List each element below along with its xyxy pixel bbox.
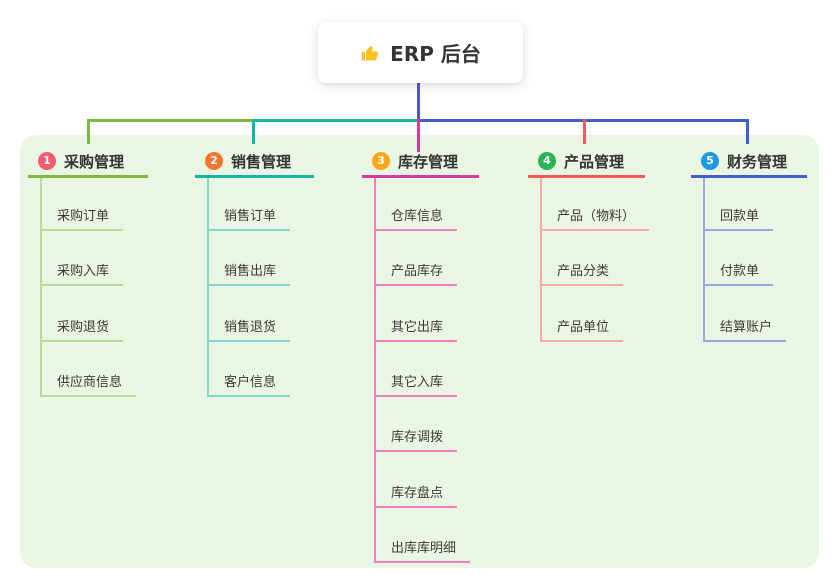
child-node-label: 销售退货 [224,320,277,335]
child-node[interactable]: 供应商信息 [40,367,137,397]
branch-number-badge: 5 [701,151,719,170]
root-node[interactable]: ERP 后台 [318,22,523,83]
child-node[interactable]: 库存盘点 [374,478,458,508]
branch-child-spine-5 [703,178,705,342]
branch-drop-line-3 [417,119,420,152]
branch-number-badge: 3 [372,151,390,170]
child-node-label: 产品分类 [557,264,610,279]
branch-child-spine-2 [207,178,209,397]
branch-number-badge: 1 [38,151,56,170]
child-node-label: 供应商信息 [57,375,123,390]
child-node-label: 其它出库 [391,320,444,335]
root-node-label: ERP 后台 [390,42,481,66]
child-node[interactable]: 回款单 [703,201,774,231]
child-node-label: 销售出库 [224,264,277,279]
child-node[interactable]: 客户信息 [207,367,291,397]
child-node-label: 付款单 [720,264,760,279]
child-node[interactable]: 结算账户 [703,312,787,342]
child-node-label: 回款单 [720,209,760,224]
branch-header-5[interactable]: 5 财务管理 [691,148,807,178]
branches-background-panel [20,135,819,568]
child-node[interactable]: 其它入库 [374,367,458,397]
child-node-label: 产品（物料） [557,209,636,224]
child-node[interactable]: 库存调拨 [374,422,458,452]
child-node-label: 采购退货 [57,320,110,335]
child-node[interactable]: 销售出库 [207,256,291,286]
thumbs-up-icon [361,45,379,60]
child-node-label: 产品单位 [557,320,610,335]
child-node[interactable]: 采购订单 [40,201,124,231]
branch-drop-line-2 [252,119,255,144]
child-node-label: 库存调拨 [391,430,444,445]
branch-drop-line-5 [746,119,749,144]
child-node[interactable]: 销售订单 [207,201,291,231]
child-node-label: 客户信息 [224,375,277,390]
child-node[interactable]: 产品库存 [374,256,458,286]
branch-drop-line-1 [87,119,90,144]
child-node-label: 采购入库 [57,264,110,279]
child-node[interactable]: 采购退货 [40,312,124,342]
child-node-label: 采购订单 [57,209,110,224]
root-connector-line [417,83,420,122]
child-node-label: 产品库存 [391,264,444,279]
branch-header-4[interactable]: 4 产品管理 [528,148,645,178]
branch-drop-line-4 [583,119,586,144]
child-node[interactable]: 其它出库 [374,312,458,342]
child-node[interactable]: 销售退货 [207,312,291,342]
branch-number-badge: 2 [205,151,223,170]
branch-title: 产品管理 [564,153,625,171]
child-node-label: 出库库明细 [391,541,457,556]
child-node-label: 其它入库 [391,375,444,390]
branch-title: 库存管理 [398,153,459,171]
bus-segment-purchase [87,119,252,122]
branch-title: 采购管理 [64,153,125,171]
child-node[interactable]: 产品单位 [540,312,624,342]
child-node[interactable]: 产品（物料） [540,201,650,231]
child-node[interactable]: 采购入库 [40,256,124,286]
branch-header-2[interactable]: 2 销售管理 [195,148,314,178]
child-node-label: 结算账户 [720,320,773,335]
child-node-label: 仓库信息 [391,209,444,224]
branch-title: 销售管理 [231,153,292,171]
branch-title: 财务管理 [727,153,788,171]
child-node[interactable]: 产品分类 [540,256,624,286]
child-node[interactable]: 仓库信息 [374,201,458,231]
child-node[interactable]: 出库库明细 [374,533,471,563]
branch-child-spine-1 [40,178,42,397]
bus-segment-sales [252,119,417,122]
child-node-label: 销售订单 [224,209,277,224]
child-node[interactable]: 付款单 [703,256,774,286]
branch-child-spine-4 [540,178,542,342]
child-node-label: 库存盘点 [391,486,444,501]
branch-child-spine-3 [374,178,376,563]
branch-header-3[interactable]: 3 库存管理 [362,148,479,178]
branch-header-1[interactable]: 1 采购管理 [28,148,148,178]
branch-number-badge: 4 [538,151,556,170]
